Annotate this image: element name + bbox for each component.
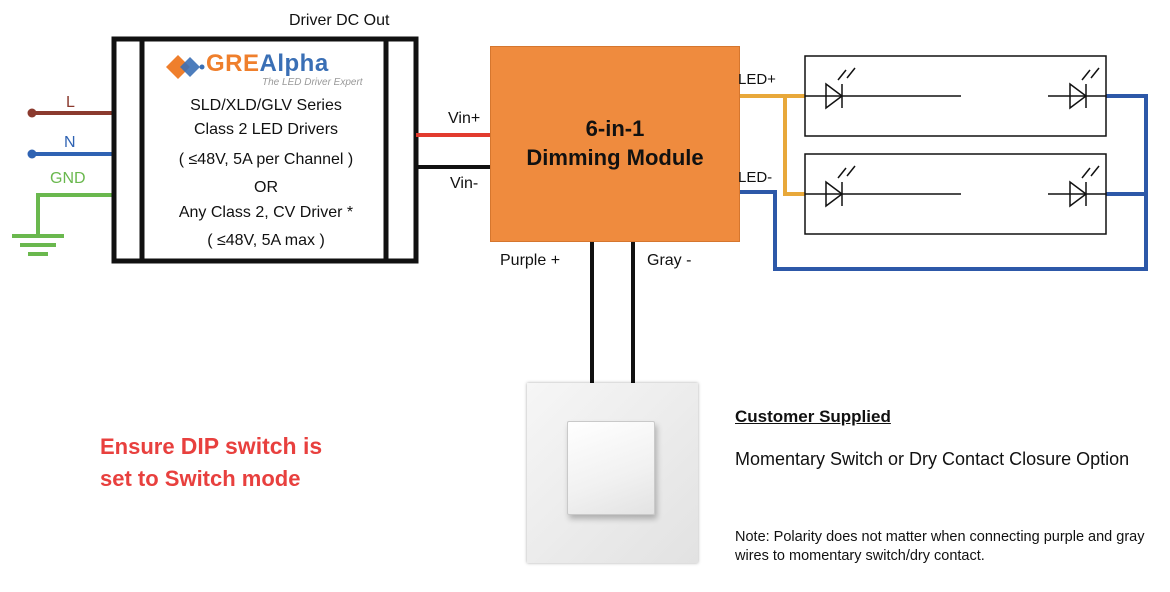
- switch-button: [567, 421, 655, 515]
- polarity-note: Note: Polarity does not matter when conn…: [735, 529, 1145, 564]
- customer-supplied-description: Momentary Switch or Dry Contact Closure …: [735, 449, 1130, 469]
- driver-box: [111, 36, 419, 264]
- line-gnd-wire: [36, 193, 112, 234]
- line-n-terminal: [27, 149, 37, 159]
- label-led-plus: LED+: [738, 71, 776, 88]
- module-title-line-2: Dimming Module: [526, 145, 704, 170]
- label-vin-minus: Vin-: [450, 175, 479, 192]
- label-purple: Purple +: [500, 252, 561, 269]
- driver-line-4: OR: [254, 179, 278, 196]
- label-vin-plus: Vin+: [448, 110, 481, 127]
- brand-logo-tagline: The LED Driver Expert: [262, 77, 363, 88]
- dip-switch-warning: Ensure DIP switch is set to Switch mode: [100, 433, 323, 492]
- driver-line-5: Any Class 2, CV Driver *: [178, 204, 354, 221]
- driver-line-2: Class 2 LED Drivers: [193, 121, 339, 138]
- led-diode-icon: [825, 67, 856, 110]
- driver-line-1: SLD/XLD/GLV Series: [190, 97, 342, 114]
- led-diode-icon: [825, 165, 856, 208]
- driver-line-6: ( ≤48V, 5A max ): [207, 232, 325, 249]
- label-gray: Gray -: [647, 252, 692, 269]
- brand-logo: GREAlpha The LED Driver Expert: [162, 50, 372, 92]
- led-minus-wire: [740, 190, 1148, 271]
- label-n: N: [64, 134, 76, 151]
- led-minus-wire-top: [1106, 94, 1148, 194]
- label-led-minus: LED-: [738, 169, 773, 186]
- momentary-switch: [527, 383, 698, 563]
- led-plus-wire: [740, 94, 805, 196]
- label-gnd: GND: [50, 170, 86, 187]
- label-l: L: [66, 94, 75, 111]
- module-title-line-1: 6-in-1: [585, 116, 645, 142]
- led-diode-icon: [1069, 67, 1100, 110]
- customer-supplied-title: Customer Supplied: [735, 407, 891, 426]
- brand-logo-icon: [166, 55, 205, 79]
- driver-dc-out-label: Driver DC Out: [289, 12, 390, 29]
- ground-symbol-icon: [12, 234, 64, 256]
- dimming-module: 6-in-1 Dimming Module: [490, 46, 740, 242]
- driver-line-3: ( ≤48V, 5A per Channel ): [178, 151, 354, 168]
- line-l-terminal: [27, 108, 37, 118]
- brand-logo-text: GREAlpha: [206, 50, 329, 77]
- led-diode-icon: [1069, 165, 1100, 208]
